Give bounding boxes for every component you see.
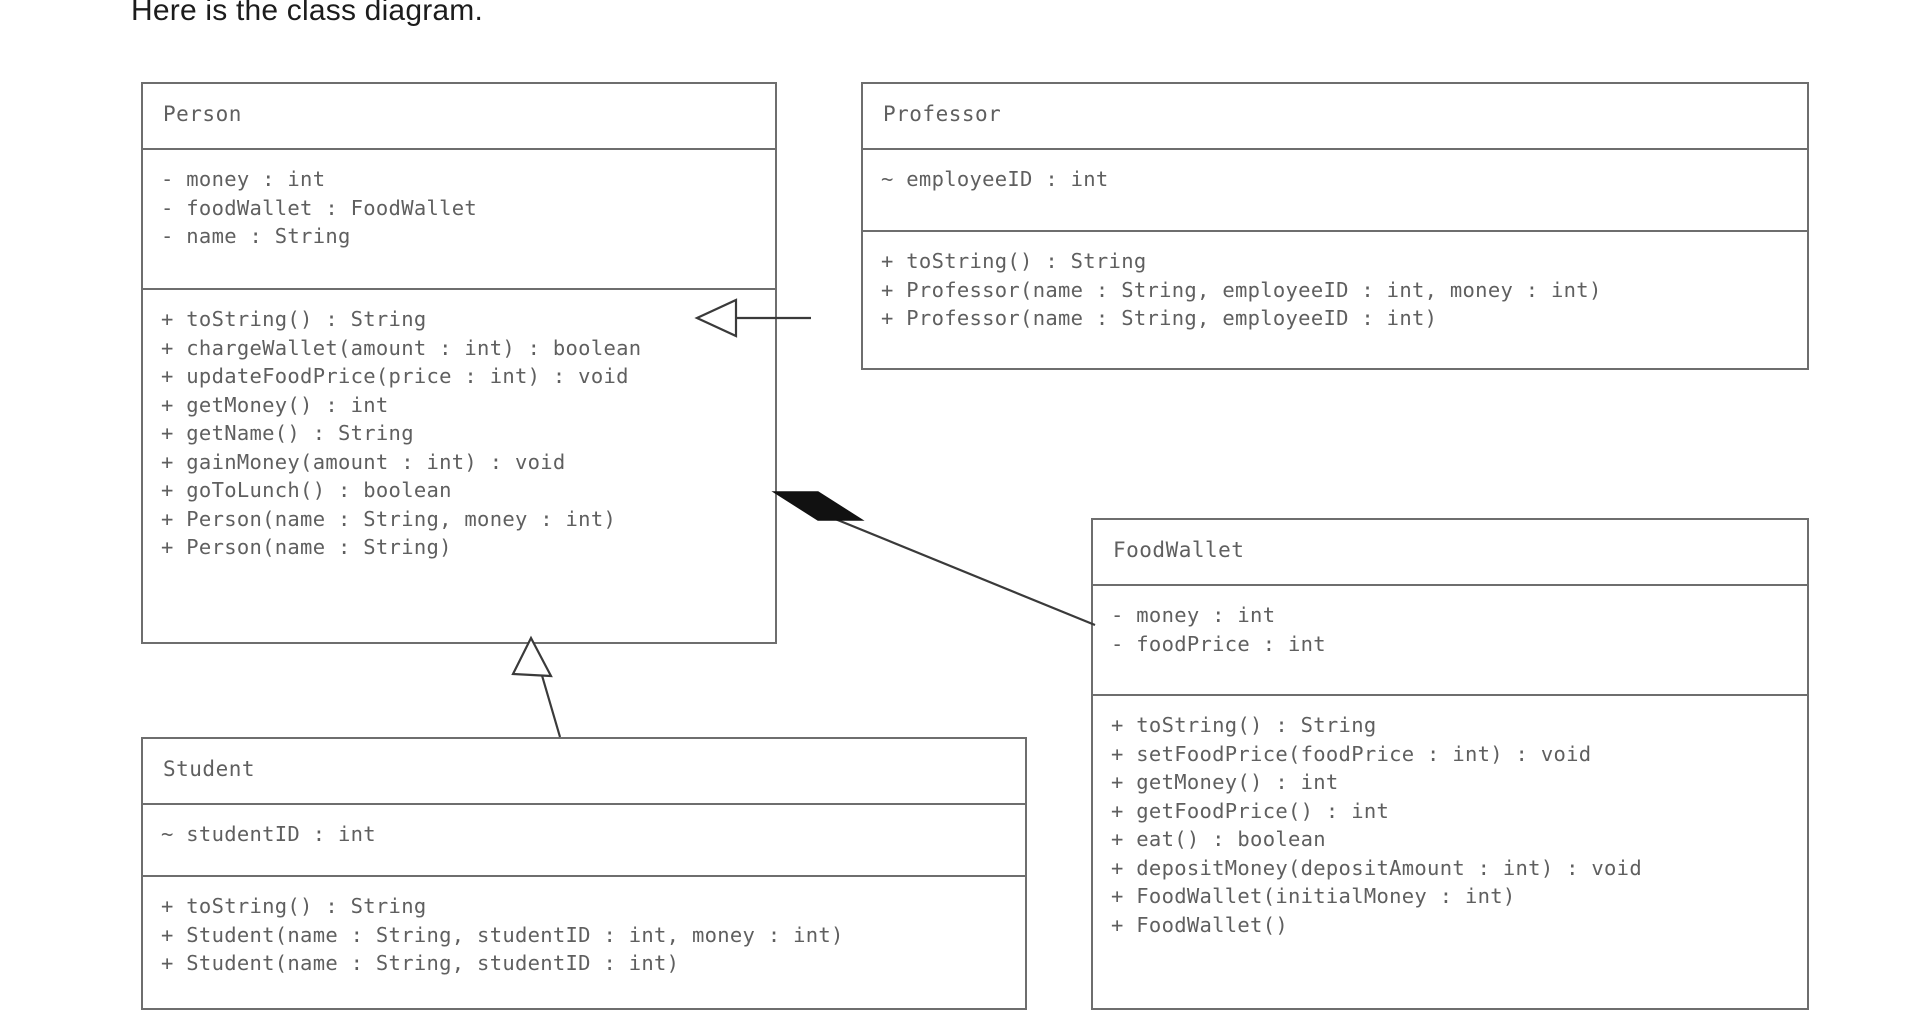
method-row: + getFoodPrice() : int	[1111, 798, 1390, 823]
attribute-row: - money : int	[1111, 603, 1276, 627]
method-row: + Student(name : String, studentID : int…	[161, 951, 680, 975]
attribute-row: - foodWallet : FoodWallet	[161, 195, 478, 220]
foodwallet-title-compartment: FoodWallet	[1093, 520, 1807, 584]
foodwallet-methods-compartment: + toString() : String + setFoodPrice(foo…	[1093, 694, 1807, 955]
class-name-person: Person	[163, 102, 242, 126]
page-caption: Here is the class diagram.	[131, 0, 484, 27]
uml-class-student[interactable]: Student ~ studentID : int + toString() :…	[141, 737, 1027, 1010]
method-row: + toString() : String	[161, 307, 427, 331]
method-row: + toString() : String	[881, 249, 1147, 273]
method-row: + Professor(name : String, employeeID : …	[881, 277, 1602, 302]
class-name-student: Student	[163, 757, 256, 781]
student-methods-compartment: + toString() : String + Student(name : S…	[143, 875, 1025, 994]
professor-methods-compartment: + toString() : String + Professor(name :…	[863, 230, 1807, 349]
professor-attributes-compartment: ~ employeeID : int	[863, 148, 1807, 230]
uml-class-professor[interactable]: Professor ~ employeeID : int + toString(…	[861, 82, 1809, 370]
uml-class-foodwallet[interactable]: FoodWallet - money : int - foodPrice : i…	[1091, 518, 1809, 1010]
attribute-row: - name : String	[161, 224, 351, 248]
class-name-foodwallet: FoodWallet	[1113, 538, 1245, 562]
method-row: + getMoney() : int	[161, 392, 389, 417]
method-row: + toString() : String	[1111, 713, 1377, 737]
method-row: + Student(name : String, studentID : int…	[161, 922, 844, 947]
method-row: + eat() : boolean	[1111, 827, 1326, 851]
student-title-compartment: Student	[143, 739, 1025, 803]
method-row: + getMoney() : int	[1111, 770, 1339, 794]
method-row: + depositMoney(depositAmount : int) : vo…	[1111, 855, 1642, 880]
class-name-professor: Professor	[883, 102, 1002, 126]
uml-class-person[interactable]: Person - money : int - foodWallet : Food…	[141, 82, 777, 644]
attribute-row: ~ studentID : int	[161, 822, 376, 846]
connector-person-composes-foodwallet	[771, 491, 1096, 627]
attribute-row: - foodPrice : int	[1111, 631, 1326, 656]
method-row: + Professor(name : String, employeeID : …	[881, 306, 1438, 330]
method-row: + FoodWallet(initialMoney : int)	[1111, 884, 1516, 908]
connector-student-inherits-person	[511, 635, 562, 738]
method-row: + gainMoney(amount : int) : void	[161, 449, 566, 474]
method-row: + chargeWallet(amount : int) : boolean	[161, 335, 642, 360]
method-row: + updateFoodPrice(price : int) : void	[161, 364, 629, 388]
attribute-row: - money : int	[161, 167, 326, 191]
student-attributes-compartment: ~ studentID : int	[143, 803, 1025, 875]
method-row: + FoodWallet()	[1111, 912, 1288, 937]
method-row: + goToLunch() : boolean	[161, 478, 452, 502]
foodwallet-attributes-compartment: - money : int - foodPrice : int	[1093, 584, 1807, 694]
person-title-compartment: Person	[143, 84, 775, 148]
person-attributes-compartment: - money : int - foodWallet : FoodWallet …	[143, 148, 775, 288]
person-methods-compartment: + toString() : String + chargeWallet(amo…	[143, 288, 775, 578]
attribute-row: ~ employeeID : int	[881, 167, 1109, 191]
professor-title-compartment: Professor	[863, 84, 1807, 148]
method-row: + Person(name : String)	[161, 535, 452, 559]
method-row: + toString() : String	[161, 894, 427, 918]
method-row: + setFoodPrice(foodPrice : int) : void	[1111, 741, 1592, 766]
method-row: + getName() : String	[161, 421, 414, 445]
method-row: + Person(name : String, money : int)	[161, 506, 617, 531]
